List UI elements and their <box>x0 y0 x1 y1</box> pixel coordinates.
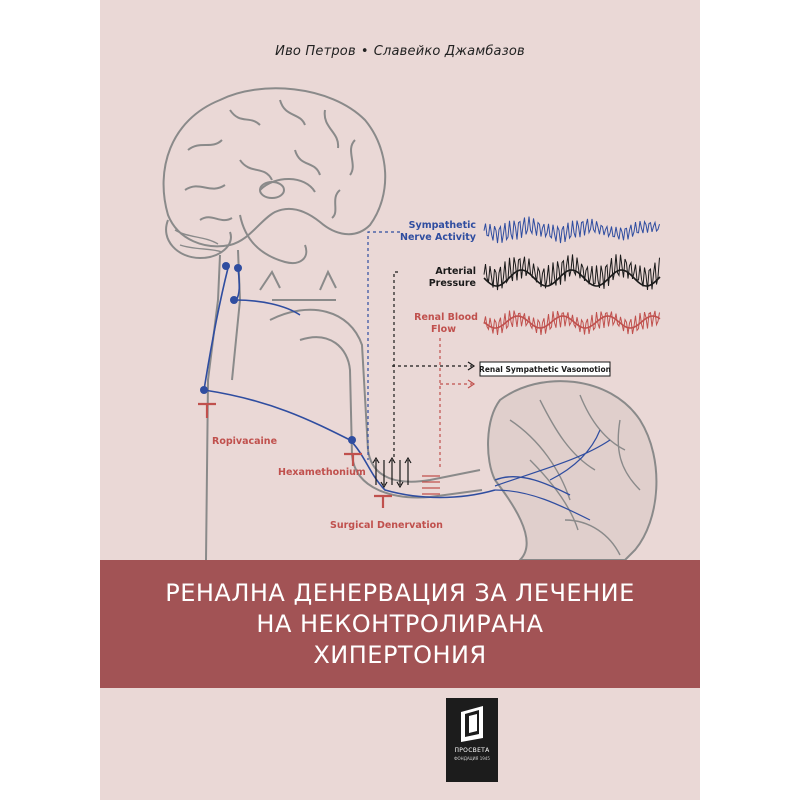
label-renal-flow-2: Flow <box>431 324 456 335</box>
vasomotion-box: Renal Sympathetic Vasomotion <box>479 361 611 377</box>
blockade-markers <box>198 402 392 508</box>
publisher-name: ПРОСВЕТА <box>454 747 490 754</box>
waveform-sympathetic <box>483 216 660 244</box>
author-separator: • <box>360 44 369 59</box>
label-renal-flow-1: Renal Blood <box>414 312 478 323</box>
waveform-arterial <box>483 254 661 291</box>
ganglion-dots <box>200 262 356 444</box>
renal-flow-marker <box>422 475 440 495</box>
label-sympathetic-2: Nerve Activity <box>400 232 477 243</box>
dashed-connectors <box>367 231 472 470</box>
label-surgical-denervation: Surgical Denervation <box>330 520 443 531</box>
physiology-diagram: Sympathetic Nerve Activity Arterial Pres… <box>162 87 661 560</box>
flow-arrows <box>372 456 412 489</box>
label-sympathetic-1: Sympathetic <box>409 220 476 231</box>
label-arterial-2: Pressure <box>429 278 476 289</box>
hexamethonium-block-icon <box>344 452 362 466</box>
publisher-tagline: ФОНДАЦИЯ 1945 <box>454 756 490 761</box>
waveform-renal-flow <box>483 310 661 336</box>
connector-arrowheads <box>467 361 476 389</box>
title-band: РЕНАЛНА ДЕНЕРВАЦИЯ ЗА ЛЕЧЕНИЕ НА НЕКОНТР… <box>100 560 700 688</box>
title-line-3: ХИПЕРТОНИЯ <box>313 640 487 669</box>
ropivacaine-block-icon <box>198 402 216 418</box>
brain-illustration <box>162 87 387 301</box>
label-arterial-1: Arterial <box>435 266 476 277</box>
author-name-1: Иво Петров <box>275 44 356 59</box>
title-line-1: РЕНАЛНА ДЕНЕРВАЦИЯ ЗА ЛЕЧЕНИЕ <box>165 578 635 607</box>
author-name-2: Славейко Джамбазов <box>373 44 525 59</box>
publisher-logo: ПРОСВЕТА ФОНДАЦИЯ 1945 <box>446 698 498 782</box>
label-hexamethonium: Hexamethonium <box>278 467 366 478</box>
book-cover: Иво Петров • Славейко Джамбазов <box>100 0 700 800</box>
authors-line: Иво Петров • Славейко Джамбазов <box>100 44 700 59</box>
book-stack-icon <box>461 706 483 742</box>
surgical-block-icon <box>374 494 392 508</box>
title-line-2: НА НЕКОНТРОЛИРАНА <box>256 609 544 638</box>
kidney-illustration <box>487 380 658 560</box>
vasomotion-box-label: Renal Sympathetic Vasomotion <box>479 365 611 374</box>
label-ropivacaine: Ropivacaine <box>212 436 277 447</box>
